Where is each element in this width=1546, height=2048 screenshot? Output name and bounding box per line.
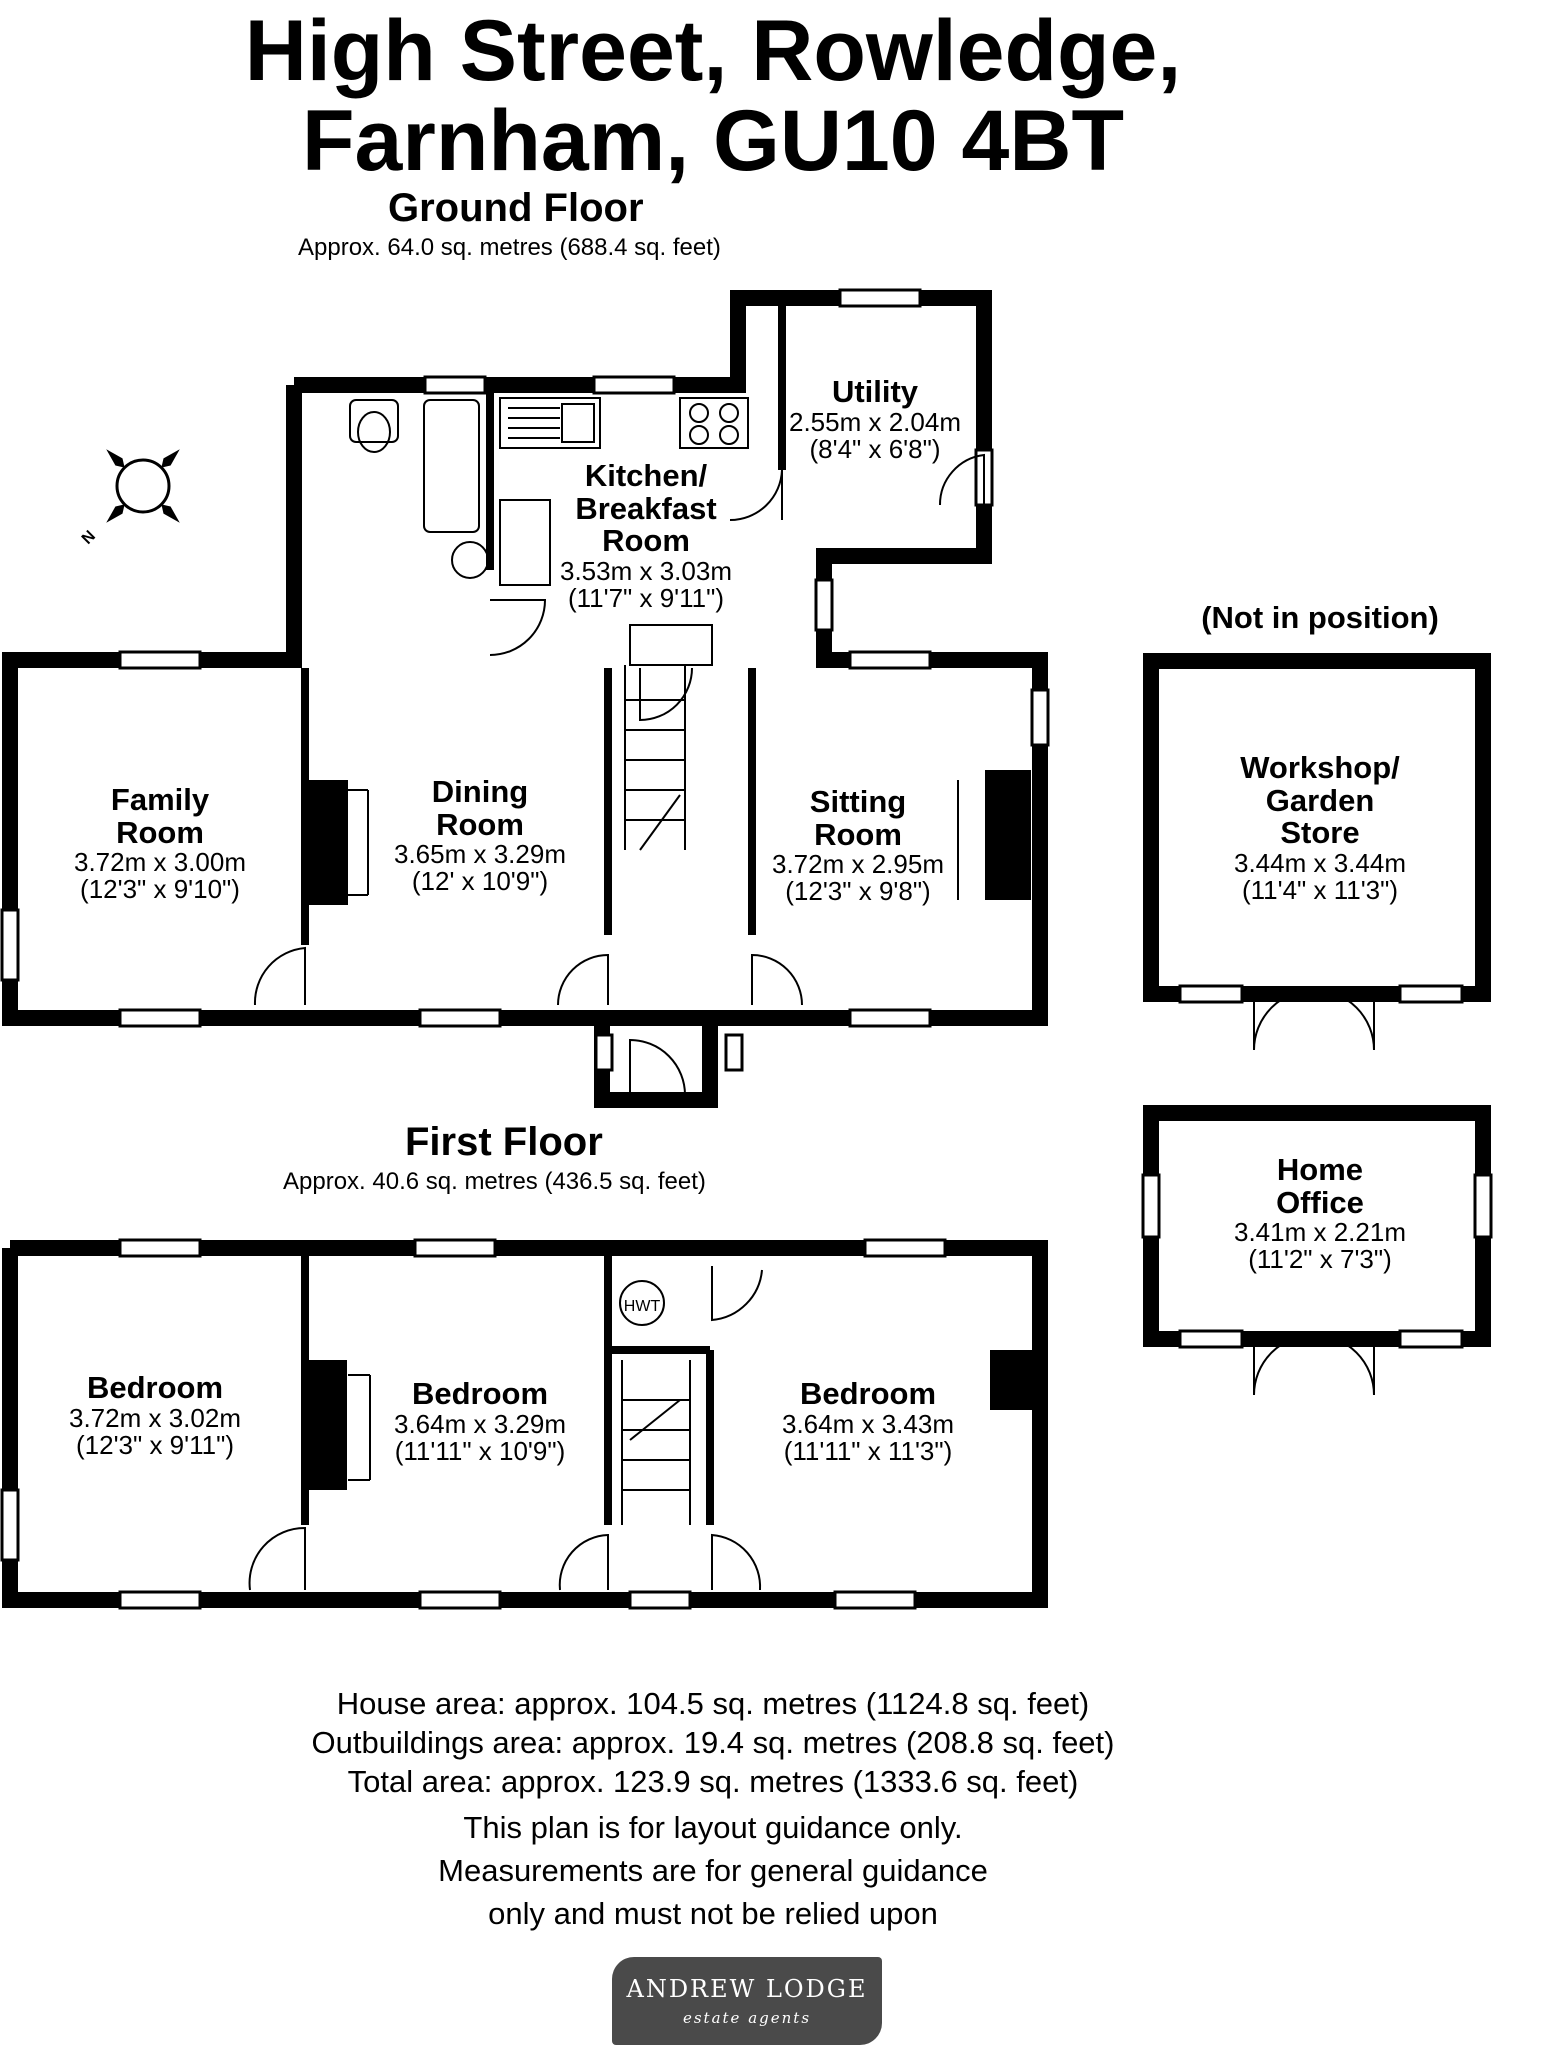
first-floor-title: First Floor xyxy=(405,1120,603,1164)
disclaimer-line-1: This plan is for layout guidance only. xyxy=(463,1810,963,1845)
first-floor-doors xyxy=(248,1266,763,1591)
compass-icon xyxy=(106,449,180,523)
chimney-breasts xyxy=(306,770,1032,1490)
first-floor-area: Approx. 40.6 sq. metres (436.5 sq. feet) xyxy=(283,1168,706,1195)
disclaimer-line-2: Measurements are for general guidance xyxy=(438,1853,988,1888)
ground-floor-title: Ground Floor xyxy=(388,186,644,230)
doors xyxy=(253,453,985,1100)
first-floor-walls xyxy=(2,1240,1048,1608)
address-line-1: High Street, Rowledge, xyxy=(244,3,1182,99)
hwt-label: HWT xyxy=(624,1298,661,1315)
outbuildings-note: (Not in position) xyxy=(1201,600,1439,635)
room-bedroom-3: Bedroom 3.64m x 3.43m (11'11" x 11'3") xyxy=(782,1376,954,1466)
ground-floor-partitions xyxy=(301,306,786,945)
windows xyxy=(0,288,1050,1072)
first-floor-partitions xyxy=(301,1256,714,1525)
logo-name: ANDREW LODGE xyxy=(626,1975,868,2003)
summary-house: House area: approx. 104.5 sq. metres (11… xyxy=(336,1686,1090,1721)
logo-tagline: estate agents xyxy=(682,2009,812,2027)
andrew-lodge-logo: ANDREW LODGE estate agents xyxy=(612,1957,882,2045)
outbuilding-windows xyxy=(1141,984,1493,1349)
room-bedroom-1: Bedroom 3.72m x 3.02m (12'3" x 9'11") xyxy=(69,1370,241,1460)
room-kitchen: Kitchen/ Breakfast Room 3.53m x 3.03m (1… xyxy=(560,458,732,613)
disclaimer-line-3: only and must not be relied upon xyxy=(488,1896,938,1931)
first-floor-windows xyxy=(0,1238,947,1610)
room-sitting: Sitting Room 3.72m x 2.95m (12'3" x 9'8"… xyxy=(772,784,944,907)
ground-floor-area: Approx. 64.0 sq. metres (688.4 sq. feet) xyxy=(298,234,721,261)
summary-total: Total area: approx. 123.9 sq. metres (13… xyxy=(347,1764,1079,1799)
workshop-walls xyxy=(1143,653,1491,1002)
address-line-2: Farnham, GU10 4BT xyxy=(302,93,1124,189)
room-home-office: Home Office 3.41m x 2.21m (11'2" x 7'3") xyxy=(1234,1152,1406,1275)
outbuilding-doors xyxy=(1253,989,1375,1396)
room-dining: Dining Room 3.65m x 3.29m (12' x 10'9") xyxy=(394,774,566,897)
compass-north-label: N xyxy=(79,528,99,548)
room-family: Family Room 3.72m x 3.00m (12'3" x 9'10"… xyxy=(74,782,246,905)
kitchen-fixtures xyxy=(348,397,959,900)
room-utility: Utility 2.55m x 2.04m (8'4" x 6'8") xyxy=(789,374,961,464)
room-bedroom-2: Bedroom 3.64m x 3.29m (11'11" x 10'9") xyxy=(394,1376,566,1466)
summary-outbuildings: Outbuildings area: approx. 19.4 sq. metr… xyxy=(311,1725,1115,1760)
room-workshop: Workshop/ Garden Store 3.44m x 3.44m (11… xyxy=(1234,750,1406,905)
